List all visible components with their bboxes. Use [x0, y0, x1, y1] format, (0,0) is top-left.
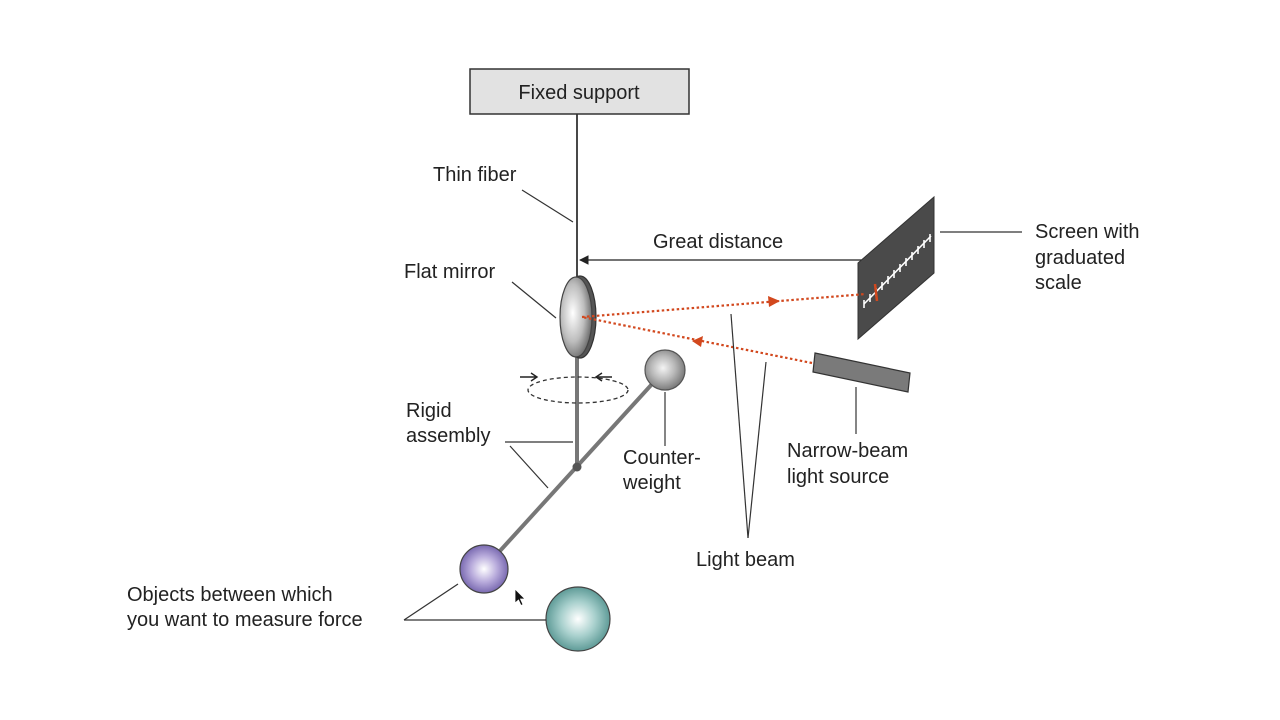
rotation-arrow-icon: [520, 372, 539, 382]
rigid-assembly-label-2: assembly: [406, 425, 490, 447]
objects-label-1: Objects between which: [127, 584, 333, 606]
rigid-diagonal-rod: [497, 370, 665, 554]
objects-leader-a: [403, 583, 459, 621]
counterweight-sphere: [644, 349, 686, 391]
screen-label-3: scale: [1035, 272, 1082, 294]
thin-fiber-label: Thin fiber: [433, 164, 517, 186]
counterweight-label-1: Counter-: [623, 447, 701, 469]
screen: [857, 195, 935, 341]
beam-spot-marker: [873, 283, 879, 302]
light-beam-leader-b: [747, 361, 767, 539]
great-distance-label: Great distance: [653, 231, 783, 253]
light-beam-leader-a: [730, 313, 749, 539]
rigid-assembly-leader-b: [509, 445, 549, 489]
rod-pivot: [572, 462, 582, 472]
reflected-light-beam: [581, 292, 867, 319]
objects-label-2: you want to measure force: [127, 609, 363, 631]
fixed-support-label: Fixed support: [518, 82, 640, 104]
light-source-label-1: Narrow-beam: [787, 440, 908, 462]
purple-sphere: [459, 544, 509, 594]
fixed-support-box: [469, 68, 690, 115]
light-source-box: [812, 352, 911, 393]
incident-beam-arrowhead: [692, 336, 703, 347]
light-source-label-2: light source: [787, 466, 889, 488]
screen-label-2: graduated: [1035, 247, 1125, 269]
light-beam-label: Light beam: [696, 549, 795, 571]
rotation-arrow-icon: [594, 372, 612, 382]
teal-sphere: [545, 586, 611, 652]
flat-mirror-leader: [511, 281, 557, 319]
counterweight-label-2: weight: [622, 472, 681, 494]
rotation-ellipse: [527, 376, 629, 404]
flat-mirror-label: Flat mirror: [404, 261, 495, 283]
reflected-beam-arrowhead: [768, 296, 780, 307]
rigid-assembly-label-1: Rigid: [406, 400, 452, 422]
arrow-cursor-icon: [514, 588, 526, 607]
flat-mirror: [559, 276, 593, 358]
screen-label-1: Screen with: [1035, 221, 1140, 243]
thin-fiber-leader: [521, 189, 574, 223]
